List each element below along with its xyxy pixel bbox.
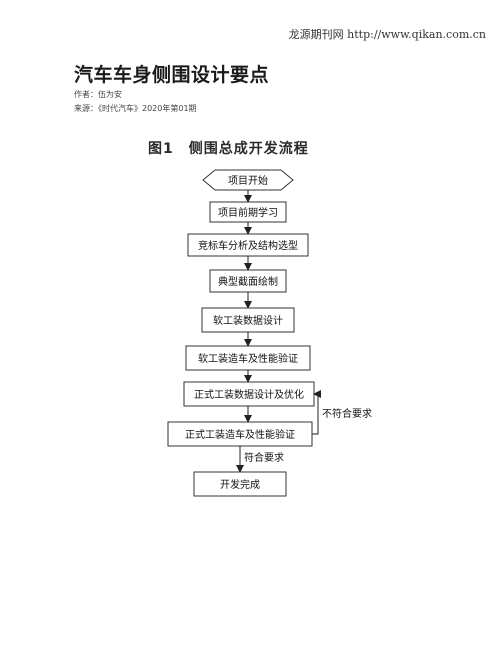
flow-node-start-text: 项目开始 [228,174,268,187]
flow-feedback-arrow [312,390,321,435]
flowchart-figure: 图1 侧围总成开发流程 项目开始 项目前期学习 竞标车分析及结构选型 典型截面绘… [128,130,428,510]
flowchart-diagram: 项目开始 项目前期学习 竞标车分析及结构选型 典型截面绘制 软工装数据设计 软工… [167,169,372,497]
flow-node-shape [183,381,315,407]
flow-node-text: 项目前期学习 [218,206,278,219]
flow-node-shape [185,345,311,371]
flow-node-text: 正式工装造车及性能验证 [185,428,295,441]
flow-node-end-shape [193,471,287,497]
flow-label-fail: 不符合要求 [322,407,372,420]
article-title: 汽车车身侧围设计要点 [74,64,270,86]
flow-node-text: 典型截面绘制 [218,275,278,288]
flow-label-pass: 符合要求 [244,451,284,464]
figure-title: 图1 侧围总成开发流程 [148,141,309,157]
flow-node-end-text: 开发完成 [220,478,260,491]
flow-node-text: 竞标车分析及结构选型 [198,239,298,252]
site-header: 龙源期刊网 http://www.qikan.com.cn [288,28,486,41]
flow-node-text: 软工装数据设计 [213,314,283,327]
flow-node-text: 软工装造车及性能验证 [198,352,298,365]
article-author: 作者：伍为安 [74,90,122,99]
flow-node-text: 正式工装数据设计及优化 [194,388,304,401]
flow-node-start-shape [202,169,294,191]
article-source: 来源：《时代汽车》2020年第01期 [74,104,197,113]
flow-node-shape [167,421,313,447]
